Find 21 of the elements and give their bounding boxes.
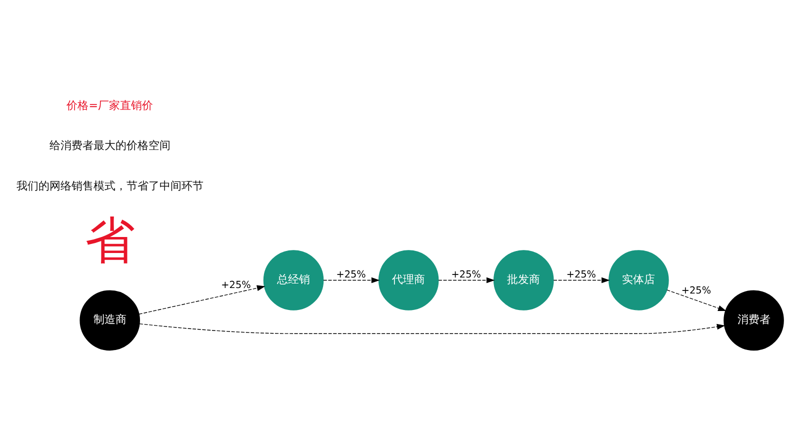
arrow <box>438 277 495 284</box>
node-circle: 制造商 <box>80 290 140 351</box>
edge-label: +25% <box>451 270 481 281</box>
arrow <box>138 285 266 314</box>
label: 我们的网络销售模式，节省了中间环节 <box>16 179 204 192</box>
arrow <box>139 323 726 334</box>
edge-label: +25% <box>681 286 712 297</box>
label: 给消费者最大的价格空间 <box>49 139 170 152</box>
arrow <box>323 277 380 284</box>
node-circle: 总经销 <box>263 250 324 310</box>
edge-label: +25% <box>221 280 251 291</box>
label: 价格=厂家直销价 <box>66 98 154 112</box>
edge-label: +25% <box>566 270 596 281</box>
node-circle: 代理商 <box>378 250 439 310</box>
label: 省 <box>84 211 135 270</box>
node-circle: 实体店 <box>608 250 669 310</box>
node-circle: 批发商 <box>494 250 554 310</box>
arrow <box>666 290 726 311</box>
edge-label: +25% <box>336 270 366 281</box>
node-circle: 消费者 <box>724 290 784 351</box>
arrow <box>553 277 610 284</box>
